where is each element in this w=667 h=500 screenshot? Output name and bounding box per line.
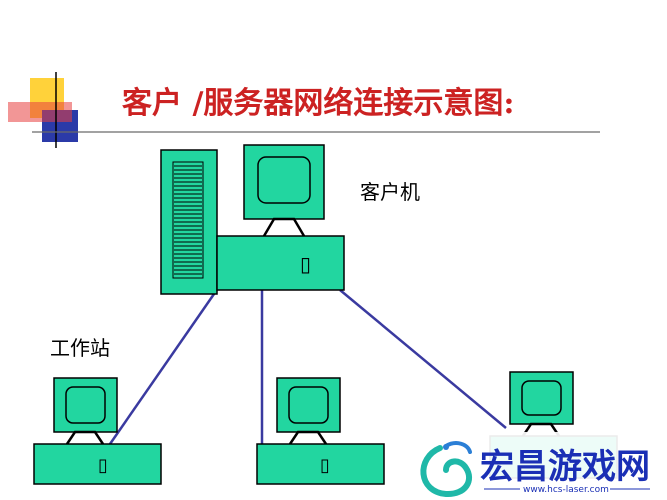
workstation-left: ▯: [33, 377, 162, 485]
deco-red-bar: [8, 102, 72, 122]
workstation-middle-unit-glyph: ▯: [320, 455, 330, 476]
watermark-url: www.hcs-laser.com: [523, 485, 609, 495]
server: [160, 149, 218, 295]
page-title: 客户 /服务器网络连接示意图:: [122, 86, 514, 121]
workstation-middle-screen: [288, 386, 329, 424]
client-monitor-stand: [262, 217, 306, 237]
workstation-left-unit-glyph: ▯: [98, 455, 108, 476]
dragon-logo-icon: [420, 441, 473, 497]
watermark: 宏昌游戏网 www.hcs-laser.com: [416, 432, 666, 498]
client-label: 客户机: [360, 180, 420, 204]
network-links: [108, 289, 507, 445]
server-grille: [174, 165, 202, 275]
client-base-unit: [216, 235, 345, 291]
link-to-workstation-right: [339, 289, 507, 429]
workstation-right-stand: [521, 422, 561, 437]
watermark-brand: 宏昌游戏网: [480, 447, 650, 487]
server-grille-frame: [172, 161, 204, 279]
corner-decoration: [8, 72, 600, 148]
workstation-middle: ▯: [256, 377, 385, 485]
workstation-middle-stand: [288, 430, 328, 445]
workstation-left-stand: [65, 430, 105, 445]
workstation-label: 工作站: [50, 336, 110, 360]
workstation-left-base: [33, 443, 162, 485]
link-to-workstation-left: [108, 293, 216, 445]
workstation-right-screen: [521, 380, 562, 416]
client-unit-glyph: ▯: [300, 252, 311, 276]
client-computer: ▯: [216, 144, 345, 291]
workstation-middle-base: [256, 443, 385, 485]
client-screen: [257, 156, 311, 204]
workstation-left-screen: [65, 386, 106, 424]
